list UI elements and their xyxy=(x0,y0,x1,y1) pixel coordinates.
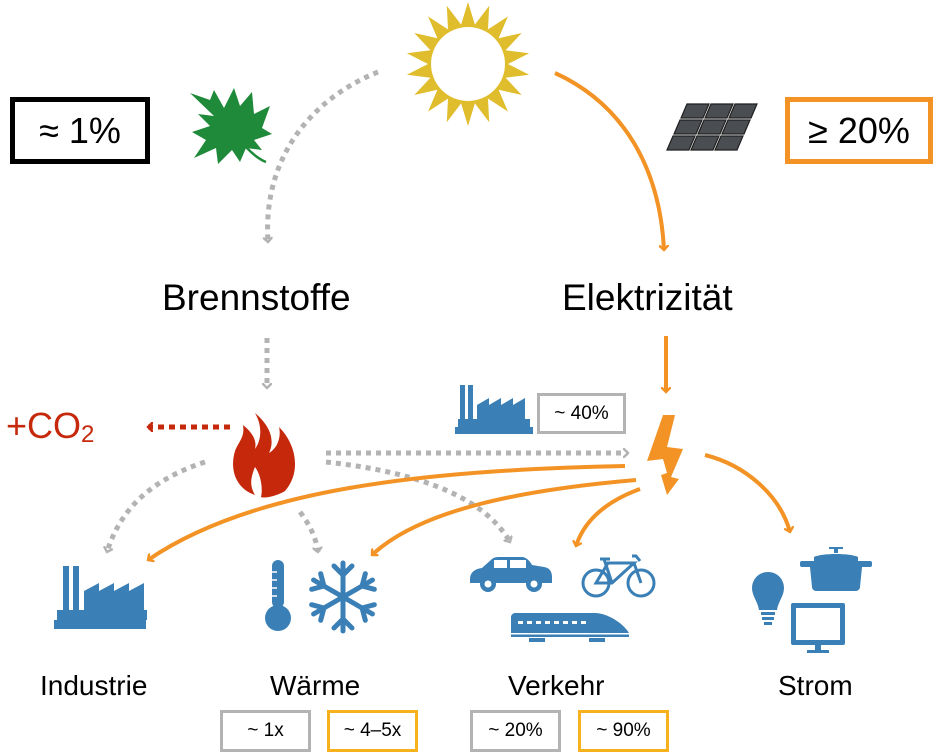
transport-fuel-badge: ~ 20% xyxy=(470,710,561,752)
photosynthesis-efficiency-text: ≈ 1% xyxy=(39,109,121,151)
heat-electric-badge-text: ~ 4–5x xyxy=(343,720,402,741)
heat-electric-badge: ~ 4–5x xyxy=(327,710,418,752)
co2-prefix: +CO xyxy=(6,405,82,446)
sector-label-transport: Verkehr xyxy=(508,670,605,701)
sun-icon xyxy=(406,2,530,126)
sector-label-industry: Industrie xyxy=(40,670,148,701)
heat-fuel-badge: ~ 1x xyxy=(220,710,311,752)
leaf-icon xyxy=(190,88,272,164)
power-plant-efficiency-box: ~ 40% xyxy=(537,393,626,434)
train-icon xyxy=(511,613,629,642)
flow-lightning-to-transport xyxy=(576,487,641,546)
power-plant-efficiency-text: ~ 40% xyxy=(554,402,609,424)
flow-fire-to-transport xyxy=(325,459,510,542)
transport-electric-badge: ~ 90% xyxy=(578,710,669,752)
fuels-label: Brennstoffe xyxy=(162,277,351,318)
co2-emission-label: +CO2 xyxy=(6,405,94,449)
co2-subscript: 2 xyxy=(81,421,95,448)
sector-label-heat: Wärme xyxy=(270,670,361,701)
flow-lightning-to-power xyxy=(704,453,790,532)
flow-lightning-to-industry xyxy=(148,464,626,560)
flow-sun-to-electricity xyxy=(554,71,664,250)
flow-sun-to-fuels xyxy=(268,69,379,242)
photovoltaics-efficiency-text: ≥ 20% xyxy=(808,109,910,151)
bicycle-icon xyxy=(581,554,656,598)
flow-fire-to-industry xyxy=(107,459,206,552)
monitor-icon xyxy=(791,603,845,653)
electricity-label: Elektrizität xyxy=(562,277,733,318)
sector-label-power: Strom xyxy=(778,670,853,701)
pot-icon xyxy=(800,547,872,591)
industry-factory-icon xyxy=(54,566,147,629)
flow-fire-to-heat xyxy=(298,510,318,552)
car-icon xyxy=(470,557,552,592)
heat-fuel-badge-text: ~ 1x xyxy=(247,720,284,741)
solar-panel-icon xyxy=(666,103,758,151)
photosynthesis-efficiency-box: ≈ 1% xyxy=(10,97,150,164)
flow-lightning-to-heat xyxy=(370,478,637,557)
flame-icon xyxy=(233,413,296,498)
transport-fuel-badge-text: ~ 20% xyxy=(488,720,543,741)
lightbulb-icon xyxy=(752,572,784,625)
lightning-icon xyxy=(647,415,683,495)
snowflake-icon xyxy=(309,560,377,631)
thermometer-icon xyxy=(265,560,291,631)
factory-icon xyxy=(455,385,533,434)
transport-electric-badge-text: ~ 90% xyxy=(596,720,651,741)
photovoltaics-efficiency-box: ≥ 20% xyxy=(785,97,933,164)
